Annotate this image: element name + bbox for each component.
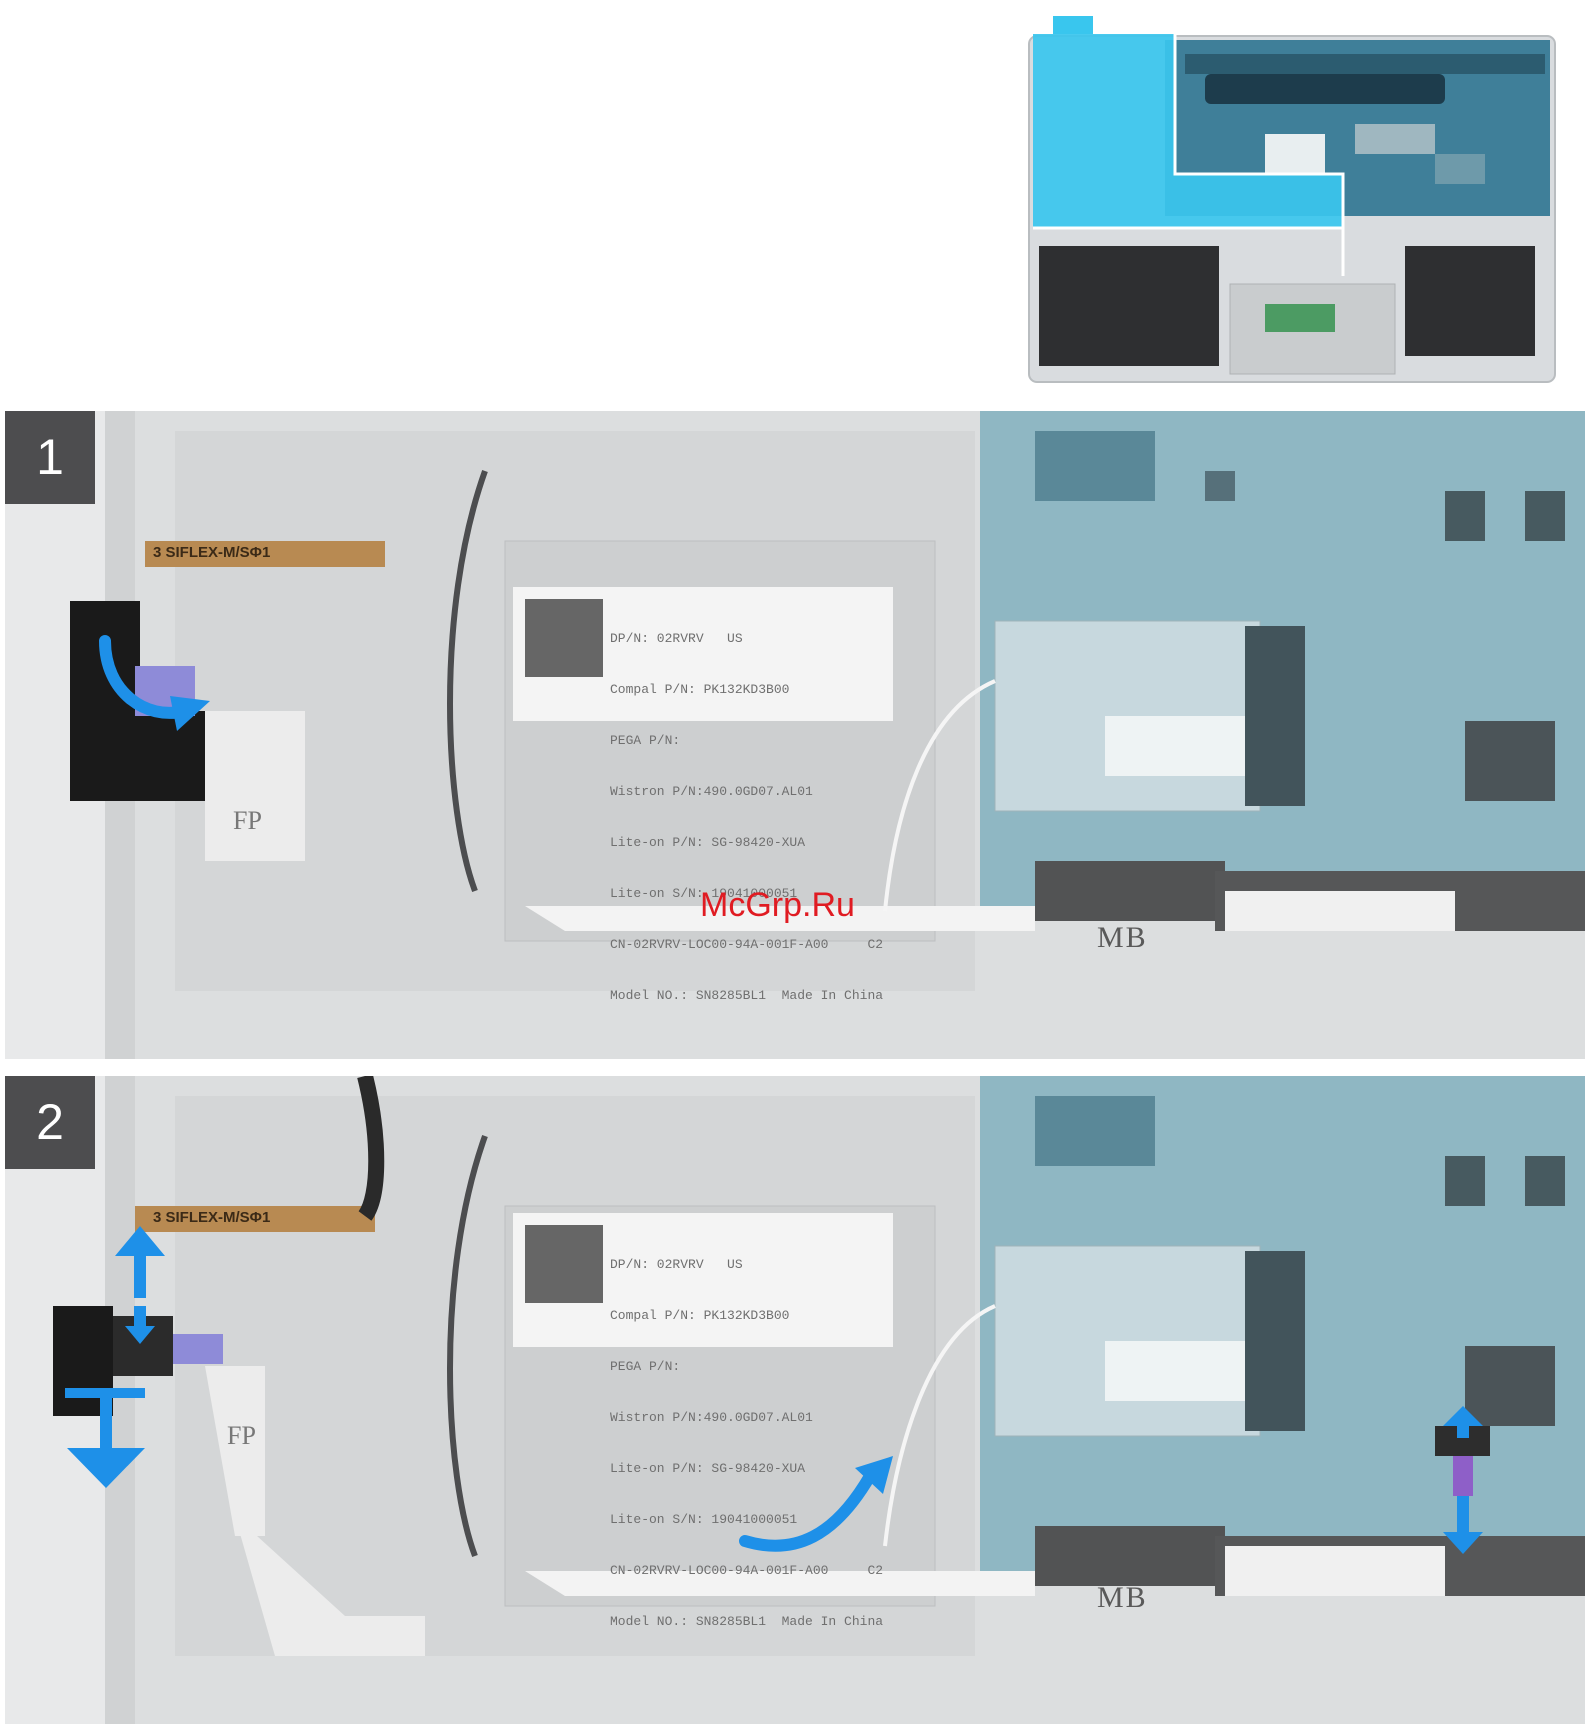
step-1-panel: 1 3 SIFLEX-M/SΦ1 FP MB DP/N: 02RVRV US C… xyxy=(5,411,1585,1059)
flex-cable-label: 3 SIFLEX-M/SΦ1 xyxy=(153,1209,271,1226)
step-2-panel: 2 3 SIFLEX-M/SΦ1 FP MB DP/N: 02RVRV US C… xyxy=(5,1076,1585,1724)
fp-label: FP xyxy=(227,1421,256,1450)
mb-label: MB xyxy=(1097,921,1148,954)
battery-label-text: DP/N: 02RVRV US Compal P/N: PK132KD3B00 … xyxy=(610,631,884,1003)
step-1-badge: 1 xyxy=(5,411,95,504)
step-2-illustration xyxy=(5,1076,1585,1724)
mb-label: MB xyxy=(1097,1581,1148,1614)
step-1-illustration xyxy=(5,411,1585,1059)
flex-cable-label: 3 SIFLEX-M/SΦ1 xyxy=(153,544,271,561)
battery-label-text: DP/N: 02RVRV US Compal P/N: PK132KD3B00 … xyxy=(610,1257,884,1629)
watermark: McGrp.Ru xyxy=(700,886,855,924)
step-2-badge: 2 xyxy=(5,1076,95,1169)
fp-label: FP xyxy=(233,806,262,835)
overview-diagram xyxy=(1025,14,1560,388)
